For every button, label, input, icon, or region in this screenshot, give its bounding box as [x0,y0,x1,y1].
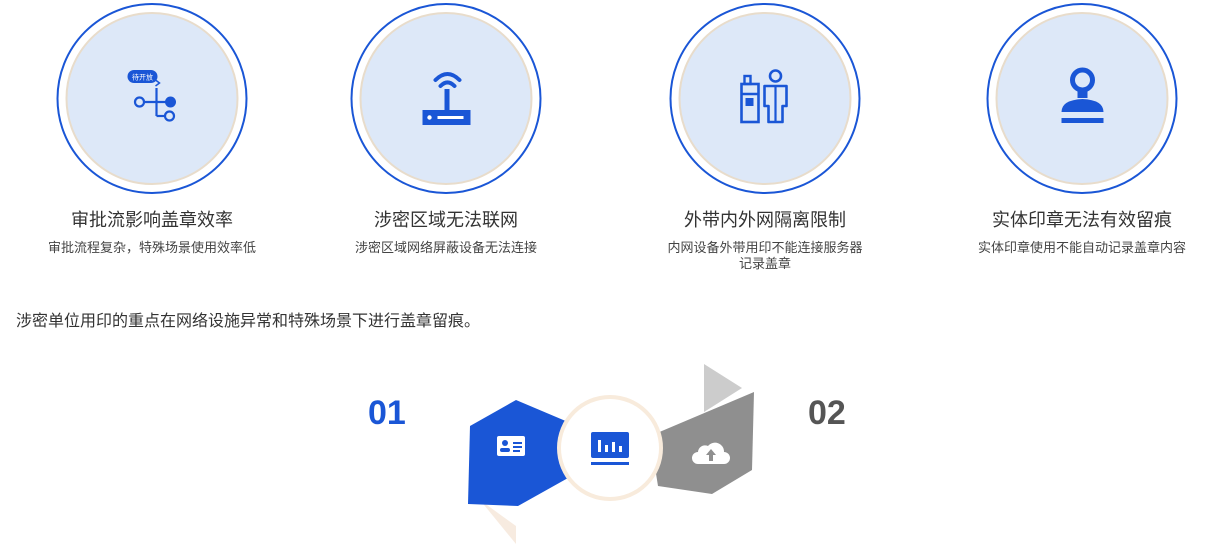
wifi-router-icon [422,71,470,125]
svg-text:待开放: 待开放 [132,72,153,81]
card-description: 审批流程复杂，特殊场景使用效率低 [47,241,256,256]
feature-circle [669,3,861,194]
approval-flow-icon: 待开放 [127,69,176,122]
card-description: 实体印章使用不能自动记录盖章内容 [977,241,1186,256]
card-title: 涉密区域无法联网 [374,210,518,231]
gray-triangle-shape [704,364,742,412]
person-with-device-icon [739,68,788,123]
summary-text: 涉密单位用印的重点在网络设施异常和特殊场景下进行盖章留痕。 [16,311,481,330]
feature-circle [350,3,542,194]
card-description: 内网设备外带用印不能连接服务器 记录盖章 [667,241,863,272]
card-title: 外带内外网隔离限制 [684,210,846,231]
id-card-icon [497,436,525,456]
feature-circle: 待开放 [56,3,248,194]
gray-hexagon-shape [650,392,754,494]
step-number-02: 02 [808,394,846,432]
feature-circle [986,3,1178,194]
cloud-upload-icon [692,442,730,464]
card-description: 涉密区域网络屏蔽设备无法连接 [354,241,537,256]
card-title: 实体印章无法有效留痕 [992,210,1172,231]
seal-stamp-icon [1061,67,1103,123]
process-graphic [468,364,754,544]
peach-triangle-shape [480,500,516,544]
monitor-chart-icon [591,432,629,465]
step-number-01: 01 [368,394,406,432]
card-title: 审批流影响盖章效率 [71,210,233,231]
